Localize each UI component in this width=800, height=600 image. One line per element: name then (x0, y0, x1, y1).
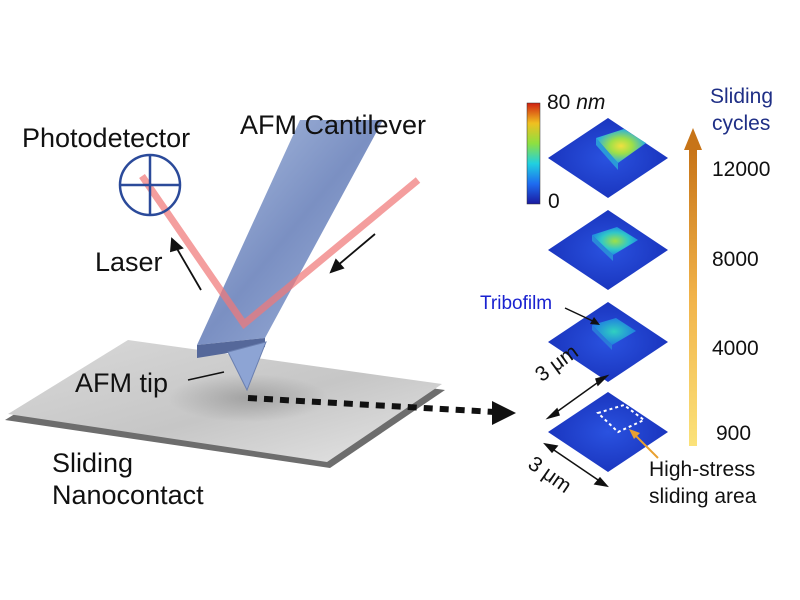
high-stress-label-1: High-stress (649, 458, 756, 481)
arrow-in-head (329, 258, 345, 274)
dimension-arrows (543, 374, 610, 488)
afm-map-8000 (548, 210, 668, 290)
cycles-value-8000: 8000 (712, 248, 759, 271)
dim-bottom-line (547, 445, 605, 485)
laser-path (139, 174, 421, 330)
laser-label: Laser (95, 247, 163, 277)
sliding-cycles-arrow (684, 128, 702, 446)
cantilever-arm (197, 120, 383, 345)
cantilever-edge (197, 338, 265, 358)
high-stress-box (596, 403, 646, 434)
cantilever-label: AFM Cantilever (240, 110, 427, 140)
laser-beam (139, 174, 421, 330)
high-stress-label-2: sliding area (649, 485, 757, 508)
colorbar-max: 80 nm (547, 91, 605, 115)
colorbar-unit: nm (576, 91, 606, 114)
photodetector-icon (118, 153, 182, 217)
high-stress-pointer (629, 429, 659, 459)
zoom-arrow (247, 395, 516, 425)
sliding-nanocontact-label-2: Nanocontact (52, 480, 204, 510)
colorbar-min: 0 (548, 190, 560, 213)
photodetector-label: Photodetector (22, 123, 191, 153)
cycles-value-4000: 4000 (712, 337, 759, 360)
arrow-out-head (169, 237, 184, 253)
tribofilm-label: Tribofilm (480, 293, 553, 314)
colorbar-max-value: 80 (547, 91, 571, 114)
afm-map-4000 (548, 302, 668, 382)
cycles-value-12000: 12000 (712, 158, 771, 181)
height-colorbar (526, 102, 541, 205)
laser-direction-arrows (169, 233, 376, 291)
afm-map-12000 (548, 118, 668, 198)
tip-pointer (187, 371, 225, 381)
afm-cantilever (197, 120, 383, 392)
tribofilm-pointer (564, 307, 600, 325)
afm-tip (227, 341, 267, 392)
arrow-out (175, 246, 202, 291)
tip-label: AFM tip (75, 368, 169, 398)
afm-map-900 (548, 392, 668, 472)
substrate (5, 340, 445, 468)
cycles-title-2: cycles (712, 112, 771, 135)
dim-top-line (550, 377, 605, 417)
arrow-in (336, 233, 376, 267)
cycles-title-1: Sliding (710, 85, 774, 108)
cycles-value-900: 900 (716, 422, 752, 445)
sliding-nanocontact-label-1: Sliding (52, 448, 134, 478)
